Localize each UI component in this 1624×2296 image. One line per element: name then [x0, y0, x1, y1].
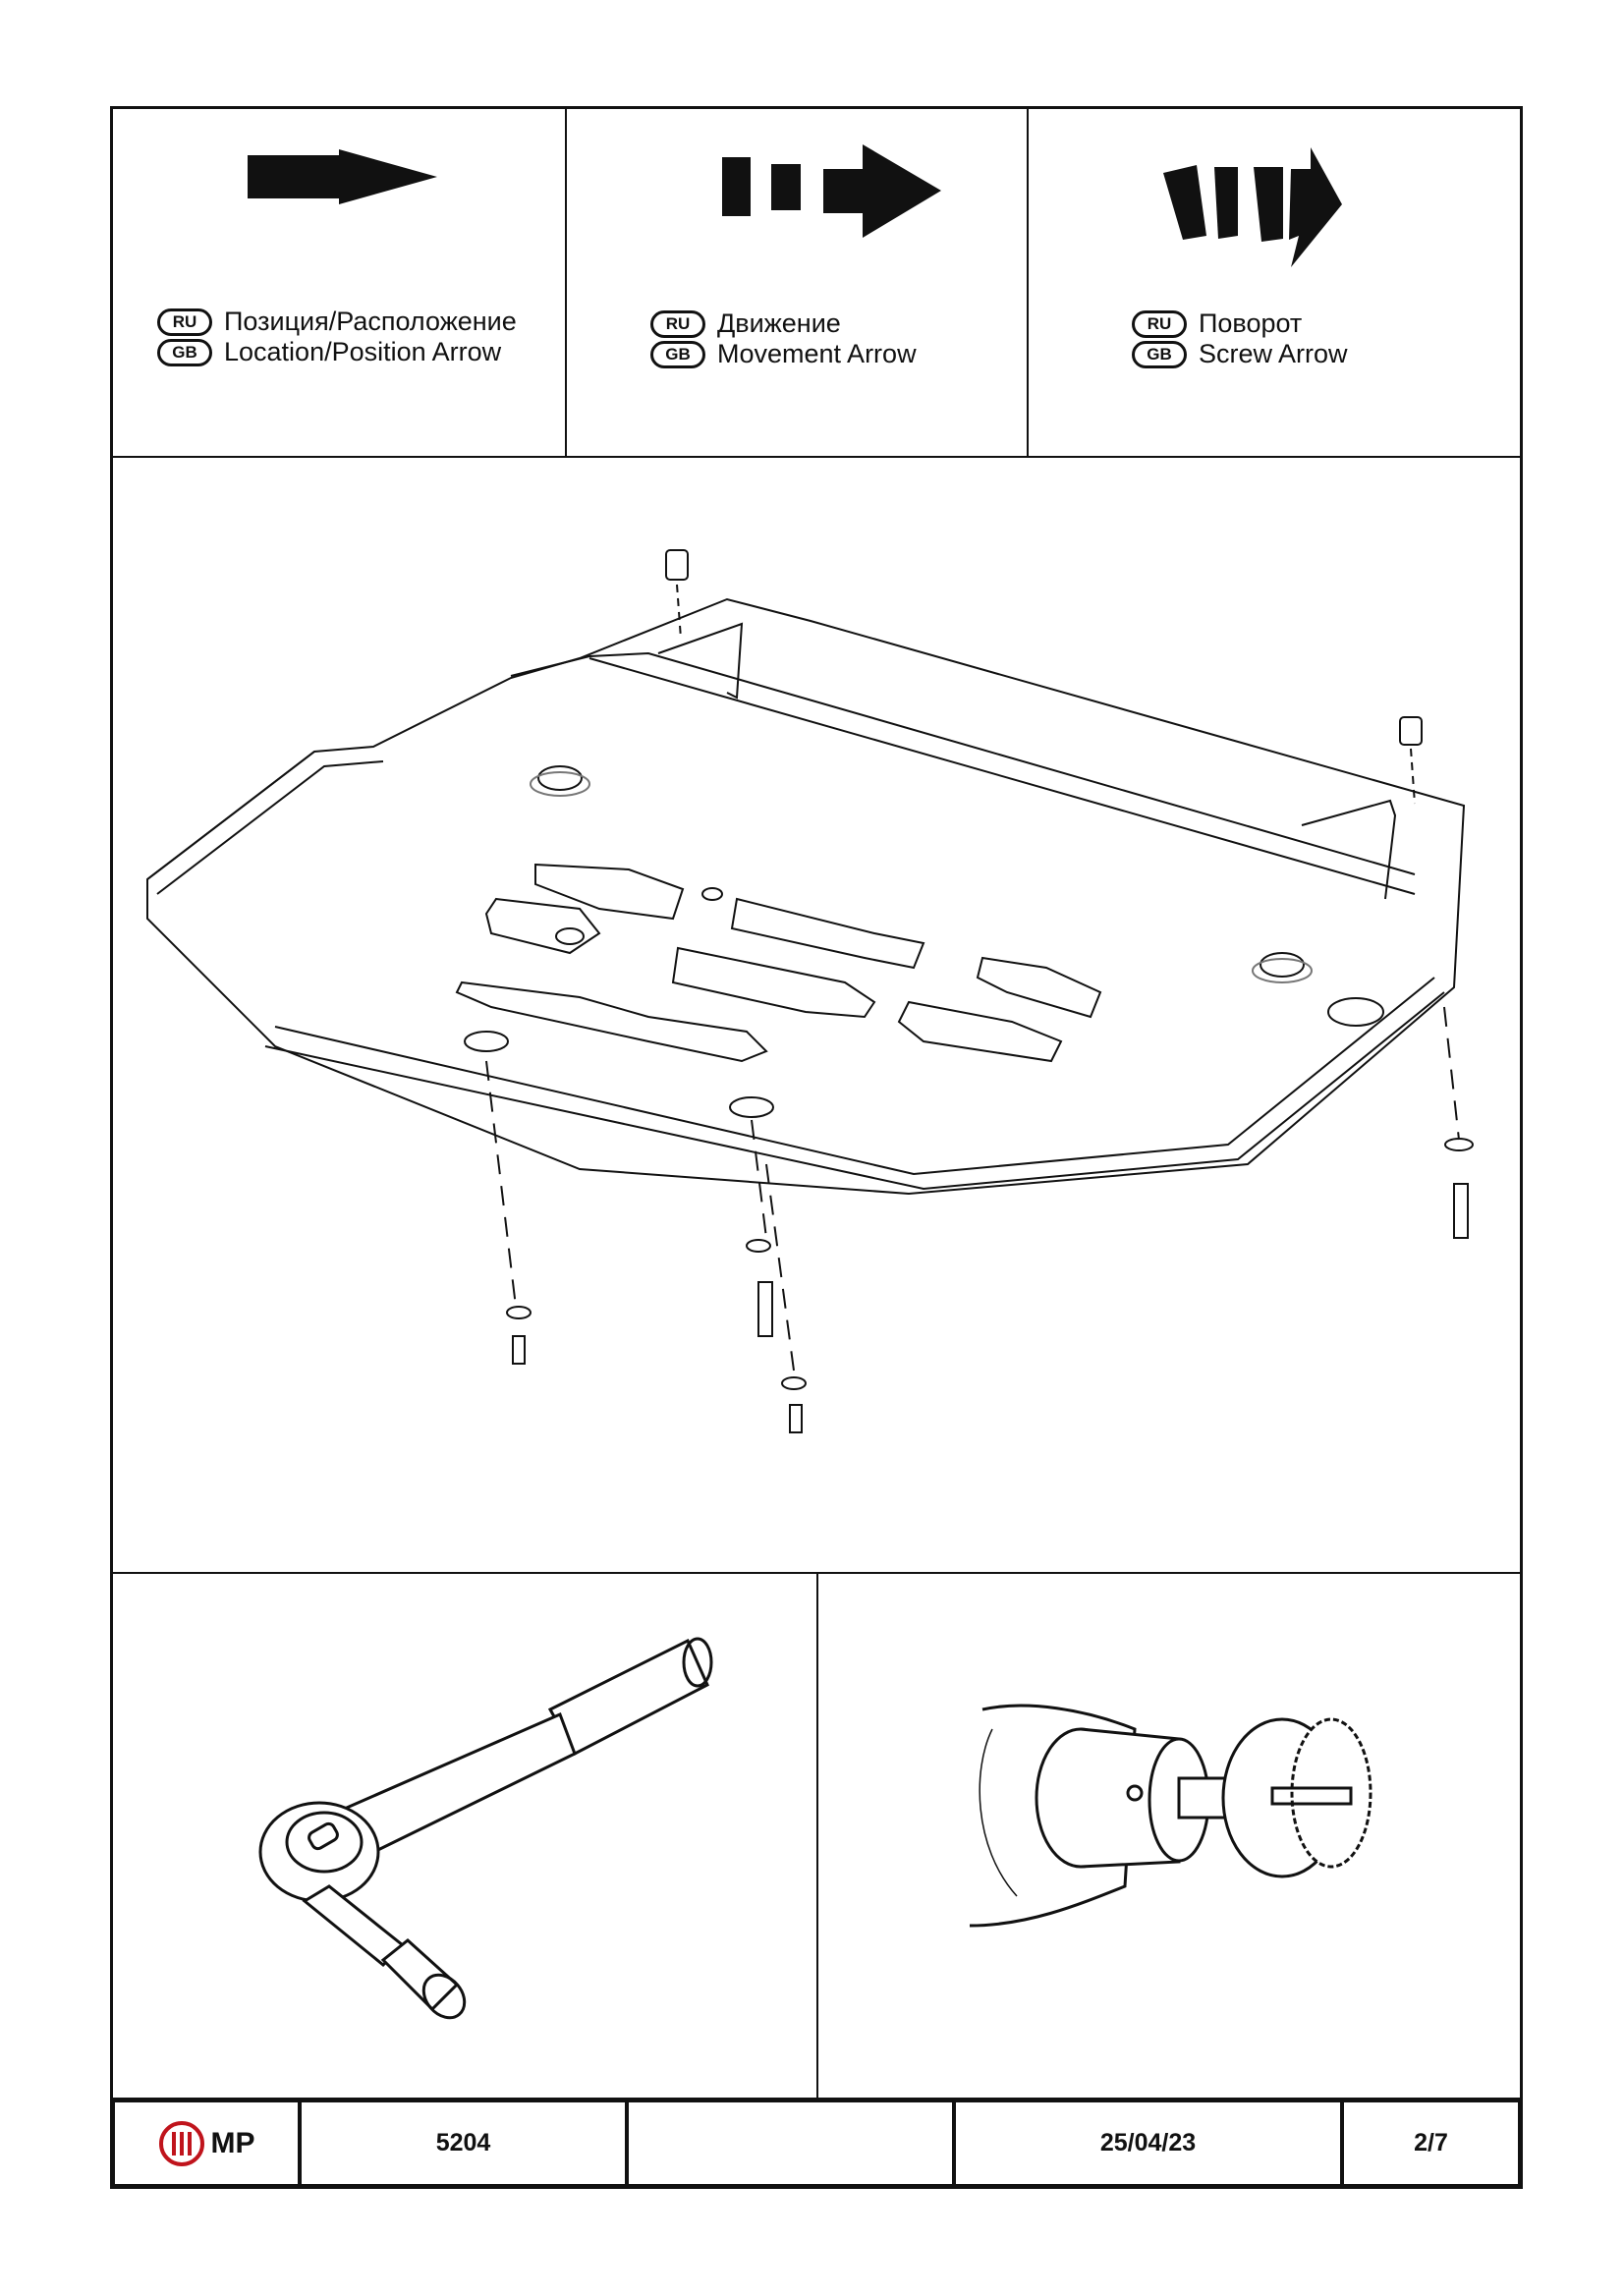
divider [816, 1572, 818, 2100]
legend-ru-text: Позиция/Расположение [224, 307, 517, 336]
divider [1027, 106, 1029, 458]
legend-gb-text: Location/Position Arrow [224, 337, 502, 366]
title-block: MP 5204 25/04/23 2/7 [110, 2098, 1523, 2189]
drill-hole-saw-icon [969, 1704, 1372, 1928]
legend-gb-text: Movement Arrow [717, 339, 917, 368]
gb-badge: GB [1132, 340, 1187, 368]
page-number: 2/7 [1414, 2129, 1448, 2156]
ratchet-wrench-icon [258, 1637, 713, 2020]
skid-plate-assembly-diagram [146, 549, 1474, 1433]
logo-cell: MP [115, 2102, 302, 2184]
part-number: 5204 [302, 2102, 629, 2184]
legend-location: RU Позиция/Расположение GB Location/Positi… [157, 307, 517, 367]
legend-screw: RU Поворот GB Screw Arrow [1132, 308, 1348, 369]
ru-badge: RU [1132, 309, 1187, 338]
mp-logo-icon [158, 2120, 204, 2166]
gb-badge: GB [650, 340, 705, 368]
legend-ru-text: Поворот [1199, 308, 1303, 338]
location-arrow-icon [248, 149, 437, 204]
screw-arrow-icon [1163, 147, 1342, 267]
divider [565, 106, 567, 458]
date: 25/04/23 [956, 2102, 1344, 2184]
ru-badge: RU [650, 309, 705, 338]
legend-movement: RU Движение GB Movement Arrow [650, 308, 917, 369]
ru-badge: RU [157, 308, 212, 336]
movement-arrow-icon [722, 144, 941, 238]
logo-text: MP [210, 2126, 255, 2159]
legend-gb-text: Screw Arrow [1199, 339, 1348, 368]
blank-cell [629, 2102, 956, 2184]
divider [110, 456, 1523, 458]
gb-badge: GB [157, 338, 212, 366]
legend-ru-text: Движение [717, 308, 841, 338]
